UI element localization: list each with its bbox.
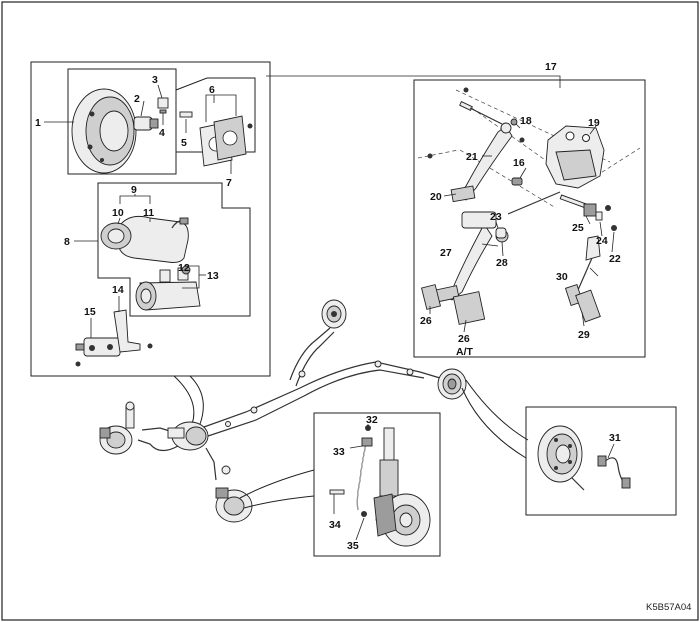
- callout-1: 1: [35, 117, 41, 129]
- rear-brake-pipe: [597, 455, 631, 489]
- callout-35: 35: [347, 540, 359, 552]
- callout-15: 15: [84, 306, 96, 318]
- callout-26a: 26: [420, 315, 432, 327]
- callout-20: 20: [430, 191, 442, 203]
- callout-6: 6: [209, 84, 215, 96]
- pedal-assembly-frame: [413, 79, 646, 358]
- booster-clevis: [133, 97, 169, 131]
- callout-28: 28: [496, 257, 508, 269]
- pedal-upper-guide: [266, 75, 561, 88]
- front-right-brake: [321, 299, 347, 329]
- booster-master-cylinder-group: [30, 61, 271, 425]
- rear-right-drum: [437, 368, 467, 400]
- callout-16: 16: [513, 157, 525, 169]
- callout-10: 10: [112, 207, 124, 219]
- clevis-pin: [179, 111, 193, 118]
- callout-19: 19: [588, 117, 600, 129]
- at-label: A/T: [456, 346, 474, 358]
- callout-3: 3: [152, 74, 158, 86]
- booster-gaskets: [199, 115, 253, 167]
- booster-assembly-frame: [30, 61, 271, 377]
- front-left-brake: [99, 401, 135, 455]
- callout-22: 22: [609, 253, 621, 265]
- master-cylinder: [135, 265, 201, 311]
- callout-26b: 26: [458, 333, 470, 345]
- callout-29: 29: [578, 329, 590, 341]
- callout-8: 8: [64, 236, 70, 248]
- callout-14: 14: [112, 284, 124, 296]
- proportioning-valve: [75, 337, 153, 367]
- brake-pedal-pad-at: [452, 291, 486, 325]
- callout-34: 34: [329, 519, 341, 531]
- callout-21: 21: [466, 151, 478, 163]
- callout-32: 32: [366, 414, 378, 426]
- accelerator-pedal: [564, 235, 601, 323]
- callout-4: 4: [159, 127, 165, 139]
- clutch-pedal: [450, 122, 513, 203]
- callout-9: 9: [131, 184, 137, 196]
- diagram-code: K5B57A04: [646, 602, 691, 613]
- rear-drum-brake: [537, 425, 585, 491]
- callout-5: 5: [181, 137, 187, 149]
- drum-detail-frame: [525, 406, 677, 516]
- callout-31: 31: [609, 432, 621, 444]
- callout-33: 33: [333, 446, 345, 458]
- rear-drum-detail: [525, 406, 677, 516]
- callout-30: 30: [556, 271, 568, 283]
- left-group-leaders: [44, 84, 237, 338]
- caliper-leaders: [333, 424, 369, 541]
- pedal-hardware: [427, 87, 617, 231]
- callout-labels: 1 2 3 4 5 6 7 8 9 10 11 12 13 14 15 16 1…: [35, 61, 621, 552]
- valve-bracket: [113, 309, 141, 353]
- brake-hose: [356, 443, 367, 511]
- callout-23: 23: [490, 211, 502, 223]
- brake-booster: [71, 88, 137, 174]
- callout-24: 24: [596, 235, 608, 247]
- master-cylinder-subframe: [97, 182, 251, 317]
- caliper-detail-frame: [313, 412, 441, 557]
- brake-line-layout: [99, 299, 529, 523]
- callout-17: 17: [545, 61, 557, 73]
- callout-25: 25: [572, 222, 584, 234]
- vehicle-booster: [167, 421, 209, 451]
- callout-11: 11: [143, 207, 154, 219]
- front-caliper-detail: [313, 412, 441, 557]
- rear-left-brake: [215, 465, 253, 523]
- callout-13: 13: [207, 270, 219, 282]
- pedal-assembly-group: [266, 75, 646, 358]
- callout-27: 27: [440, 247, 452, 259]
- callout-2: 2: [134, 93, 140, 105]
- rear-zoom-guide: [461, 387, 527, 459]
- clutch-pedal-pad: [421, 284, 441, 310]
- booster-zoom-guide: [173, 375, 195, 425]
- booster-subframe: [67, 68, 177, 175]
- brake-fluid-reservoir: [100, 215, 189, 263]
- front-disc-caliper: [373, 493, 431, 547]
- callout-18: 18: [520, 115, 532, 127]
- pedal-bracket: [545, 125, 605, 189]
- callout-7: 7: [226, 177, 232, 189]
- pedal-leaders: [429, 123, 615, 333]
- front-zoom-guide: [239, 469, 315, 499]
- callout-12: 12: [178, 262, 190, 274]
